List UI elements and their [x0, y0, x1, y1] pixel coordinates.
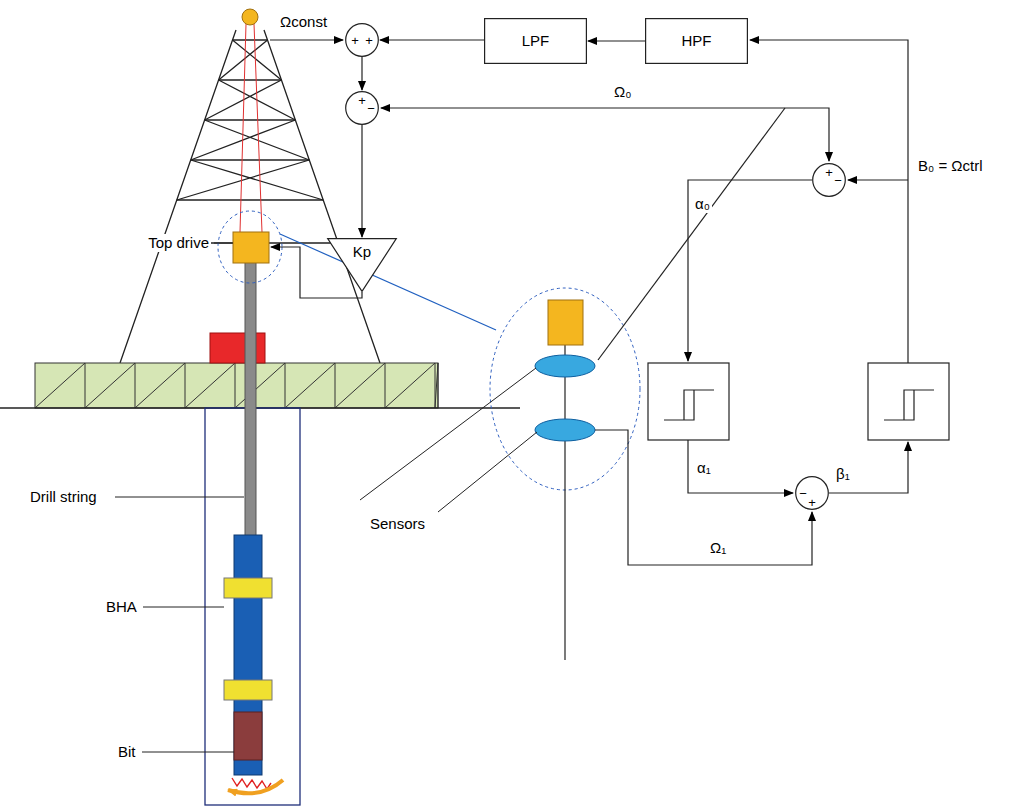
sensor: [535, 355, 595, 377]
rig-floor: [35, 363, 438, 408]
signal-name: α₁: [695, 459, 713, 477]
bha: [234, 535, 262, 775]
stabilizer: [224, 680, 272, 700]
part-name: BHA: [104, 598, 139, 616]
signal-name: Ω₀: [612, 83, 633, 101]
part-name: Sensors: [368, 515, 427, 533]
cable: [240, 24, 262, 232]
signal-connector: [588, 40, 645, 41]
rotary-table: [210, 333, 265, 363]
sign-label: −: [367, 102, 375, 115]
summing-junction: +−: [345, 91, 379, 125]
signal-name: β₁: [834, 465, 852, 483]
block-label: HPF: [682, 32, 712, 50]
signal-name: α₀: [693, 195, 712, 213]
sensor: [535, 419, 595, 441]
sign-label: −: [834, 174, 842, 187]
summing-junction-outline: [345, 23, 379, 57]
shaft-line: [564, 345, 565, 660]
relay-block: [868, 363, 949, 440]
summing-junction: +−: [812, 163, 846, 197]
rotation-arrow: [228, 780, 283, 793]
summing-junction: ++: [345, 23, 379, 57]
part-name: Drill string: [28, 488, 99, 506]
relay-block: [648, 363, 729, 440]
bit: [232, 778, 271, 789]
summing-junction: −+: [795, 476, 829, 510]
crown-pulley: [242, 9, 258, 25]
signal-name: Ω₁: [708, 539, 728, 557]
signal-wires: [270, 40, 908, 565]
drill-string: [245, 262, 256, 537]
signal-connector: [361, 125, 362, 237]
stabilizer: [224, 578, 272, 598]
sign-label: +: [808, 496, 816, 509]
sign-label: +: [825, 166, 833, 179]
signal-connector: [380, 39, 484, 40]
signal-connector: [361, 57, 362, 90]
sign-label: +: [351, 34, 359, 47]
part-name: Top drive: [146, 234, 211, 252]
truss: [35, 363, 438, 408]
filter-block: LPF: [484, 18, 587, 64]
motor: [234, 712, 262, 760]
part-name: Bit: [116, 743, 138, 761]
sign-label: +: [365, 34, 373, 47]
filter-block: HPF: [645, 18, 748, 64]
top-drive: [233, 232, 269, 263]
callout-line: [280, 234, 496, 330]
signal-name: Ωconst: [278, 13, 329, 31]
signal-name: B₀ = Ωctrl: [916, 157, 985, 175]
block-label: LPF: [522, 32, 550, 50]
sign-label: −: [799, 487, 807, 500]
leader-lines: [115, 243, 537, 752]
gain-label: Kp: [353, 243, 371, 261]
sign-label: +: [358, 94, 366, 107]
top-drive-detail: [548, 300, 583, 345]
gain-block: Kp: [327, 238, 397, 292]
